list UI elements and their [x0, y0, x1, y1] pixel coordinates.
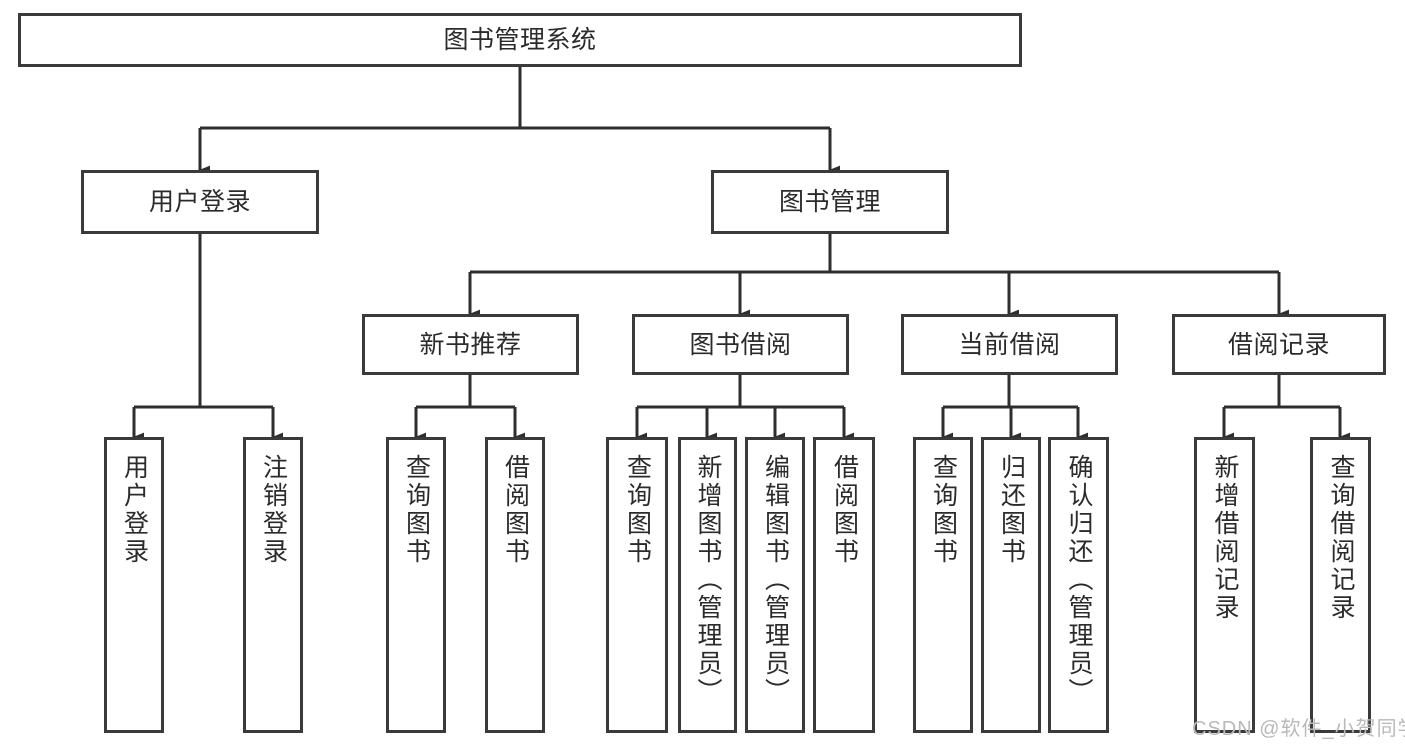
node-leaf-logout[interactable]: 注销登录 — [243, 437, 303, 733]
node-label-book-borrow: 图书借阅 — [689, 330, 792, 359]
node-leaf-query-borrow-record[interactable]: 查询借阅记录 — [1310, 437, 1371, 733]
node-label-leaf-query-borrow-record: 查询借阅记录 — [1327, 454, 1355, 622]
node-label-leaf-confirm-return: 确认归还（管理员） — [1065, 454, 1093, 706]
node-label-leaf-query-book-current: 查询图书 — [929, 454, 958, 566]
node-book-management[interactable]: 图书管理 — [711, 170, 949, 234]
csdn-watermark: CSDN @软件_小贺同学 — [1192, 718, 1405, 740]
node-label-leaf-add-book: 新增图书（管理员） — [694, 454, 722, 706]
node-leaf-user-login[interactable]: 用户登录 — [104, 437, 164, 733]
node-new-book-recommend[interactable]: 新书推荐 — [362, 314, 579, 375]
node-leaf-borrow-book-recommend[interactable]: 借阅图书 — [485, 437, 545, 733]
node-leaf-borrow-book[interactable]: 借阅图书 — [813, 437, 875, 733]
node-leaf-confirm-return[interactable]: 确认归还（管理员） — [1048, 437, 1109, 733]
node-label-leaf-borrow-book: 借阅图书 — [830, 454, 859, 566]
node-label-leaf-edit-book: 编辑图书（管理员） — [761, 454, 790, 706]
node-label-root: 图书管理系统 — [443, 26, 597, 54]
node-label-leaf-return-book: 归还图书 — [997, 454, 1026, 566]
node-label-leaf-query-book-borrow: 查询图书 — [623, 454, 652, 566]
node-label-book-management: 图书管理 — [778, 188, 881, 216]
node-book-borrow[interactable]: 图书借阅 — [632, 314, 849, 375]
node-leaf-add-borrow-record[interactable]: 新增借阅记录 — [1194, 437, 1255, 733]
node-label-leaf-logout: 注销登录 — [259, 454, 288, 566]
node-label-leaf-add-borrow-record: 新增借阅记录 — [1211, 454, 1239, 622]
node-leaf-query-book-recommend[interactable]: 查询图书 — [386, 437, 446, 733]
node-leaf-return-book[interactable]: 归还图书 — [981, 437, 1041, 733]
node-label-new-book-recommend: 新书推荐 — [419, 330, 522, 359]
node-label-leaf-user-login: 用户登录 — [120, 454, 149, 566]
node-leaf-add-book[interactable]: 新增图书（管理员） — [678, 437, 737, 733]
node-current-borrow[interactable]: 当前借阅 — [901, 314, 1118, 375]
connector-lines — [132, 67, 1351, 442]
node-root[interactable]: 图书管理系统 — [18, 13, 1022, 67]
node-leaf-query-book-current[interactable]: 查询图书 — [913, 437, 973, 733]
node-label-leaf-query-book-recommend: 查询图书 — [402, 454, 431, 566]
node-label-leaf-borrow-book-recommend: 借阅图书 — [501, 454, 530, 566]
node-leaf-query-book-borrow[interactable]: 查询图书 — [606, 437, 668, 733]
node-label-current-borrow: 当前借阅 — [958, 330, 1061, 359]
node-label-borrow-records: 借阅记录 — [1227, 330, 1330, 359]
node-user-login[interactable]: 用户登录 — [81, 170, 319, 234]
node-label-user-login: 用户登录 — [148, 188, 251, 216]
node-borrow-records[interactable]: 借阅记录 — [1172, 314, 1386, 375]
node-leaf-edit-book[interactable]: 编辑图书（管理员） — [745, 437, 805, 733]
